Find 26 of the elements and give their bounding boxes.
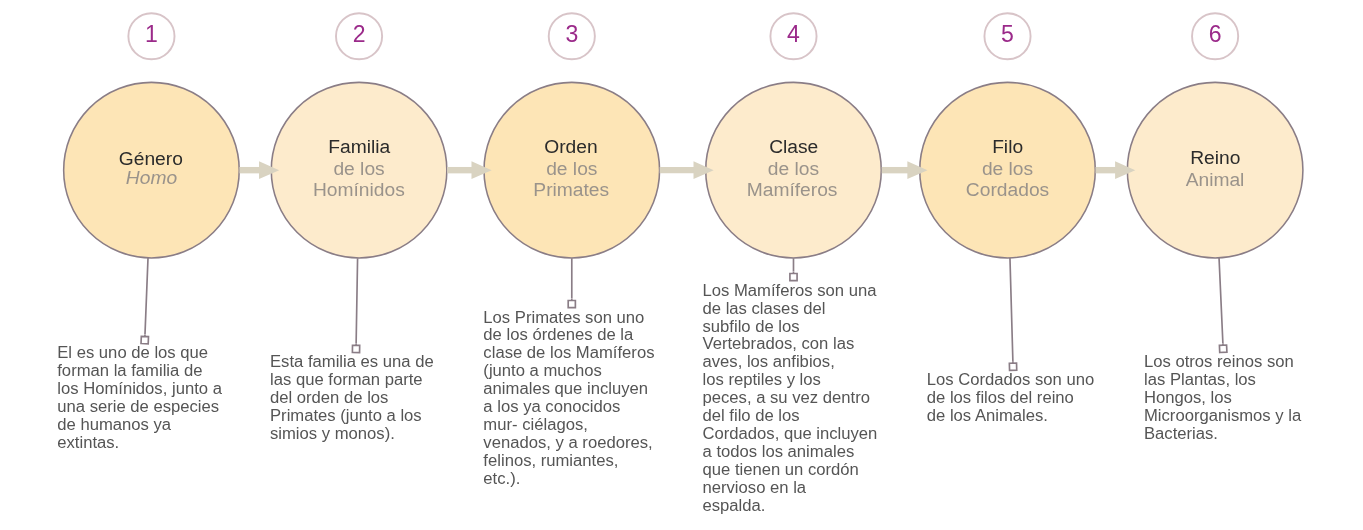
- arrow: [659, 161, 714, 179]
- node-circle: Familia de los Homínidos: [270, 81, 448, 259]
- node-circle: 6: [1190, 12, 1239, 61]
- node-circle: Reino Animal: [1126, 81, 1304, 259]
- node-circle: 3: [547, 12, 596, 61]
- node-text: Los Primates son uno de los órdenes de la clase de los Mamíferos (junto a muchos animales que incluyen a los ya conocidos mur- ciélagos, venados, y a roedores, felinos, rumiantes, etc.).: [482, 307, 654, 489]
- node-circle: Clase de los Mamíferos: [704, 81, 882, 259]
- arrow: [238, 161, 279, 179]
- node-circle: Orden de los Primates: [482, 81, 660, 259]
- node-circle: 2: [334, 12, 383, 61]
- node-text: Esta familia es una de las que forman parte del orden de los Primates (junto a los simios y monos).: [269, 352, 434, 444]
- node-text: Los Mamíferos son una de las clases del subfilo de los Vertebrados, con las aves, los anfibios, los reptiles y los peces, a su vez dentro del filo de los Cordados, que incluyen a todos los animales que tienen un cordón nervioso en la espalda.: [702, 280, 877, 515]
- arrow: [1095, 161, 1135, 179]
- node-circle: 1: [126, 12, 175, 61]
- node-circle: Género Homo: [62, 81, 240, 259]
- arrow: [446, 161, 492, 179]
- node-text: Los Cordados son uno de los filos del reino de los Animales.: [926, 370, 1094, 426]
- connector: [1217, 257, 1228, 354]
- connector: [1008, 257, 1018, 372]
- node-text: Los otros reinos son las Plantas, los Hongos, los Microorganismos y la Bacterias.: [1143, 352, 1301, 444]
- node-circle: 4: [768, 12, 817, 61]
- node-circle: Filo de los Cordados: [918, 81, 1096, 259]
- arrow: [881, 161, 928, 179]
- node-circle: 5: [983, 12, 1032, 61]
- connector: [566, 257, 576, 309]
- node-text: El es uno de los que forman la familia de los Homínidos, junto a una serie de especies de humanos ya extintas.: [56, 343, 222, 453]
